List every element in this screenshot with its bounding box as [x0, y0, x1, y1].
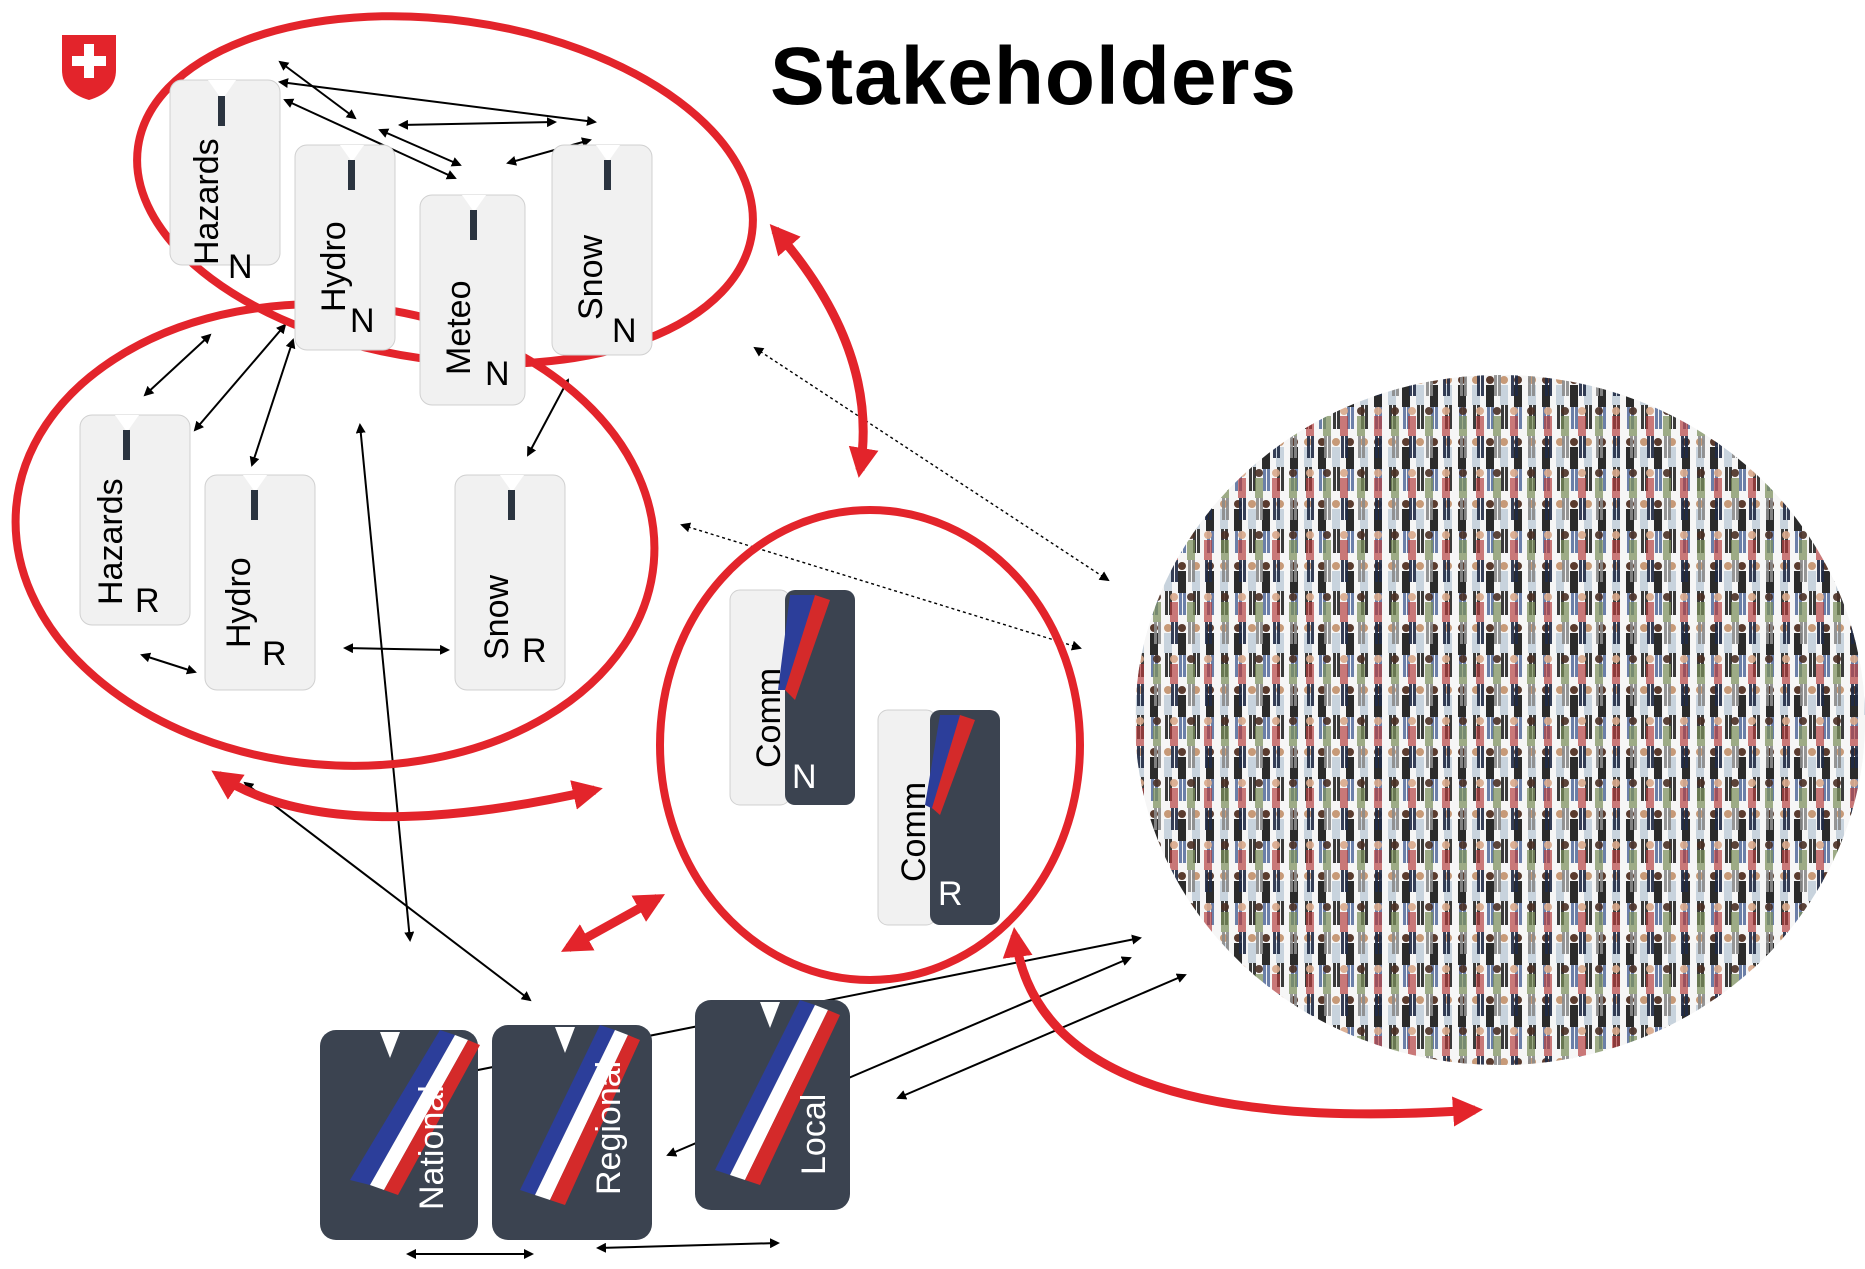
- authority-regional: Regional: [492, 1025, 652, 1240]
- page-title: Stakeholders: [770, 31, 1297, 122]
- expert-hazards-r: Hazards R: [79, 414, 191, 626]
- expert-level: N: [350, 302, 375, 340]
- authority-name: Local: [795, 1094, 833, 1175]
- expert-hazards-n: Hazards N: [169, 79, 281, 286]
- expert-level: R: [262, 635, 287, 673]
- expert-name: Hydro: [220, 557, 258, 648]
- comm-level: N: [792, 758, 817, 796]
- expert-name: Meteo: [440, 281, 478, 376]
- expert-snow-r: Snow R: [454, 474, 566, 691]
- comm-n: Comm N: [729, 589, 855, 806]
- comm-level: R: [938, 875, 963, 913]
- red-arrows: [211, 223, 1483, 1127]
- comm-name: Comm: [895, 782, 933, 882]
- expert-level: N: [612, 312, 637, 350]
- expert-level: R: [522, 632, 547, 670]
- expert-level: N: [485, 355, 510, 393]
- expert-name: Hydro: [315, 221, 353, 312]
- expert-hydro-n: Hydro N: [294, 144, 396, 351]
- comm-r: Comm R: [877, 709, 1000, 926]
- expert-name: Snow: [478, 575, 516, 660]
- communication-ellipse: [656, 506, 1084, 984]
- expert-level: N: [228, 248, 253, 286]
- authority-name: National: [413, 1085, 451, 1210]
- expert-hydro-r: Hydro R: [204, 474, 316, 691]
- comm-name: Comm: [750, 668, 788, 768]
- swiss-logo: [62, 35, 116, 100]
- authority-name: Regional: [590, 1061, 628, 1195]
- dotted-arrows: [680, 346, 1110, 651]
- expert-name: Hazards: [92, 478, 130, 605]
- expert-snow-n: Snow N: [551, 144, 653, 356]
- expert-name: Hazards: [188, 138, 226, 265]
- authority-national: National: [320, 1030, 480, 1240]
- expert-name: Snow: [572, 235, 610, 320]
- expert-level: R: [135, 582, 160, 620]
- expert-meteo-n: Meteo N: [419, 194, 526, 406]
- authority-local: Local: [695, 1000, 850, 1210]
- crowd-icon: [1135, 375, 1865, 1065]
